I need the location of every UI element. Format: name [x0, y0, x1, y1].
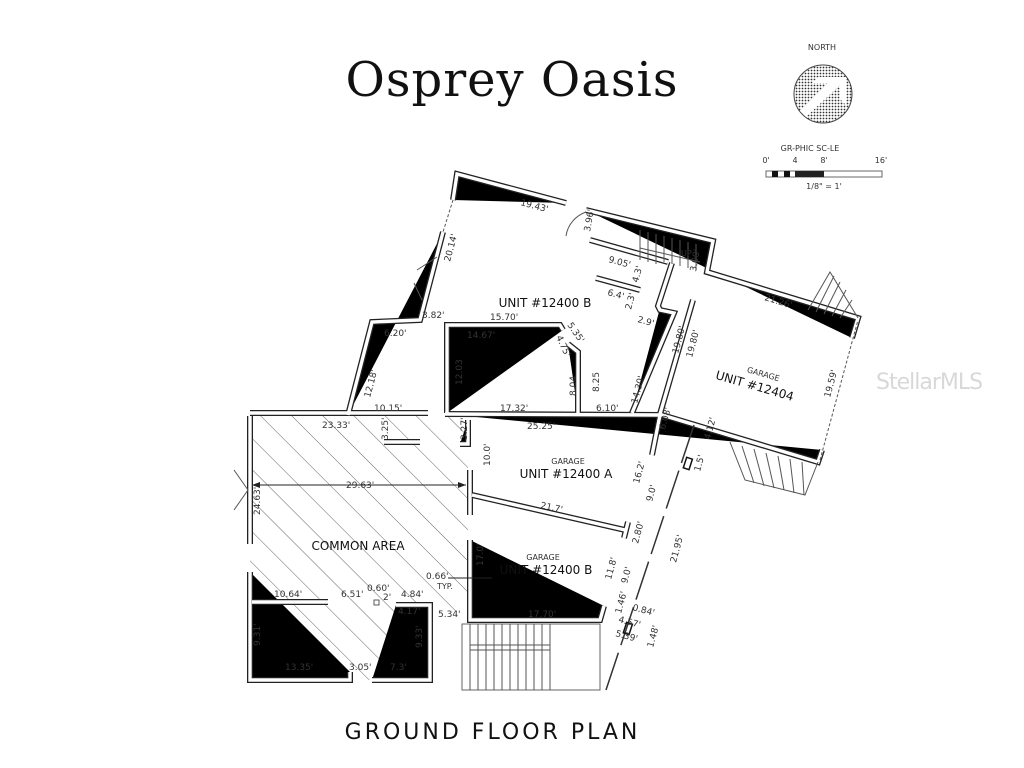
dimension-label: 1.46' — [614, 590, 629, 614]
dimension-label: 9.31' — [253, 623, 263, 646]
dimension-label: 3.25' — [381, 417, 391, 440]
dimension-label: 6.4' — [606, 288, 625, 302]
stair-front — [461, 623, 601, 691]
dimension-label: 19.80' — [685, 329, 702, 359]
typ-label: TYP. — [436, 582, 453, 591]
dimension-label: 17.32' — [500, 404, 528, 414]
dimension-label: 9.0' — [620, 566, 634, 585]
dimension-label: 4.3' — [631, 265, 645, 284]
dimension-label: 9.0' — [645, 484, 659, 503]
dimension-label: 14.67' — [467, 331, 495, 341]
dimension-label: 8.04 — [569, 376, 579, 396]
dimension-label: 17.0' — [476, 543, 486, 566]
dimension-label: 19.80' — [671, 325, 688, 355]
room-label-common-area: COMMON AREA — [311, 539, 405, 553]
dimension-label: 21.95' — [669, 534, 686, 564]
stair-upper — [639, 230, 701, 270]
dimension-label: 4.17' — [398, 607, 421, 617]
dimension-label: 21.7' — [539, 501, 563, 515]
details — [233, 199, 859, 691]
dimension-label: 25.25' — [527, 422, 555, 432]
dimension-label: 16.2' — [632, 460, 647, 484]
stair-garage-bottom — [729, 441, 819, 496]
stair-up-label: UP — [681, 249, 692, 258]
dimension-label: 9.05' — [607, 255, 631, 270]
dimension-label: 24.63' — [253, 487, 263, 515]
dimension-label: 10.15' — [374, 404, 402, 414]
dimension-label: 8.25 — [592, 372, 602, 392]
dimension-label: 4.75' — [553, 334, 572, 359]
dimension-label: 3.82' — [422, 311, 445, 321]
room-caption-garage-a: GARAGE — [551, 457, 585, 466]
dimension-label: 23.33' — [322, 421, 350, 431]
dimension-label: 9.33' — [415, 625, 425, 648]
scale-tick: 8' — [820, 156, 827, 165]
dimension-label: 0.60' — [367, 584, 390, 594]
dimension-label: 3.96' — [583, 209, 597, 233]
dimension-label: 3.27' — [460, 417, 470, 440]
dimension-label: 5.39' — [614, 629, 638, 644]
north-label: NORTH — [808, 43, 836, 52]
dimension-label: 17.70' — [528, 610, 556, 620]
scale-title: GR-PHIC SC-LE — [781, 144, 840, 153]
dimension-label: 2.3' — [624, 292, 638, 311]
graphic-scale: GR-PHIC SC-LE 0' 4 8' 16' 1/8" = 1' — [762, 144, 887, 191]
scale-tick: 0' — [762, 156, 769, 165]
dimension-label: 19.59' — [823, 369, 840, 399]
dimension-label: 15.70' — [490, 313, 518, 323]
room-caption-garage-b: GARAGE — [526, 553, 560, 562]
dimension-label: 10.0' — [483, 443, 493, 466]
room-label-unit-12400-b-upper: UNIT #12400 B — [499, 296, 592, 310]
stair-garage-top — [807, 271, 859, 319]
dimension-label: 4.84' — [401, 590, 424, 600]
scale-tick: 16' — [875, 156, 887, 165]
dimension-label: 0.84' — [631, 603, 655, 618]
dimension-label: 3.00' — [689, 249, 703, 273]
dimension-label: 13.35' — [285, 663, 313, 673]
dimension-label: 1.48' — [646, 624, 661, 648]
north-arrow-icon — [793, 64, 853, 124]
plan-subtitle: GROUND FLOOR PLAN — [344, 720, 641, 745]
dimension-label: 2.9' — [636, 315, 655, 329]
dimension-label: 6.51' — [341, 590, 364, 600]
room-label-garage-a: UNIT #12400 A — [520, 467, 613, 481]
dimension-label: 10.64' — [274, 590, 302, 600]
scale-tick: 4 — [792, 156, 797, 165]
north-arrow: NORTH — [793, 43, 853, 124]
dimension-label: 1.5' — [693, 454, 707, 473]
dimension-label: 5.35' — [565, 321, 586, 345]
room-label-garage-b: UNIT #12400 B — [500, 563, 593, 577]
dimension-label: 3.05' — [349, 663, 372, 673]
dimension-label: 12.03 — [455, 359, 465, 385]
dimension-label: 6.20' — [384, 329, 407, 339]
dimension-label: 0.66' — [426, 572, 449, 582]
dimension-label: 11.8' — [604, 556, 619, 580]
dimension-label: 29.63' — [346, 481, 374, 491]
dimension-label: 4.57' — [617, 615, 641, 630]
dimension-label: 20.14' — [443, 233, 460, 263]
watermark: StellarMLS — [876, 370, 983, 395]
dimension-label: 7.3' — [390, 663, 407, 673]
plan-title: Osprey Oasis — [345, 52, 679, 108]
scale-ratio: 1/8" = 1' — [806, 182, 842, 191]
dimension-label: 5.34' — [438, 610, 461, 620]
dimension-label: 2' — [383, 593, 391, 603]
dimension-label: 2.80' — [631, 520, 646, 544]
dimension-label: 6.10' — [596, 404, 619, 414]
